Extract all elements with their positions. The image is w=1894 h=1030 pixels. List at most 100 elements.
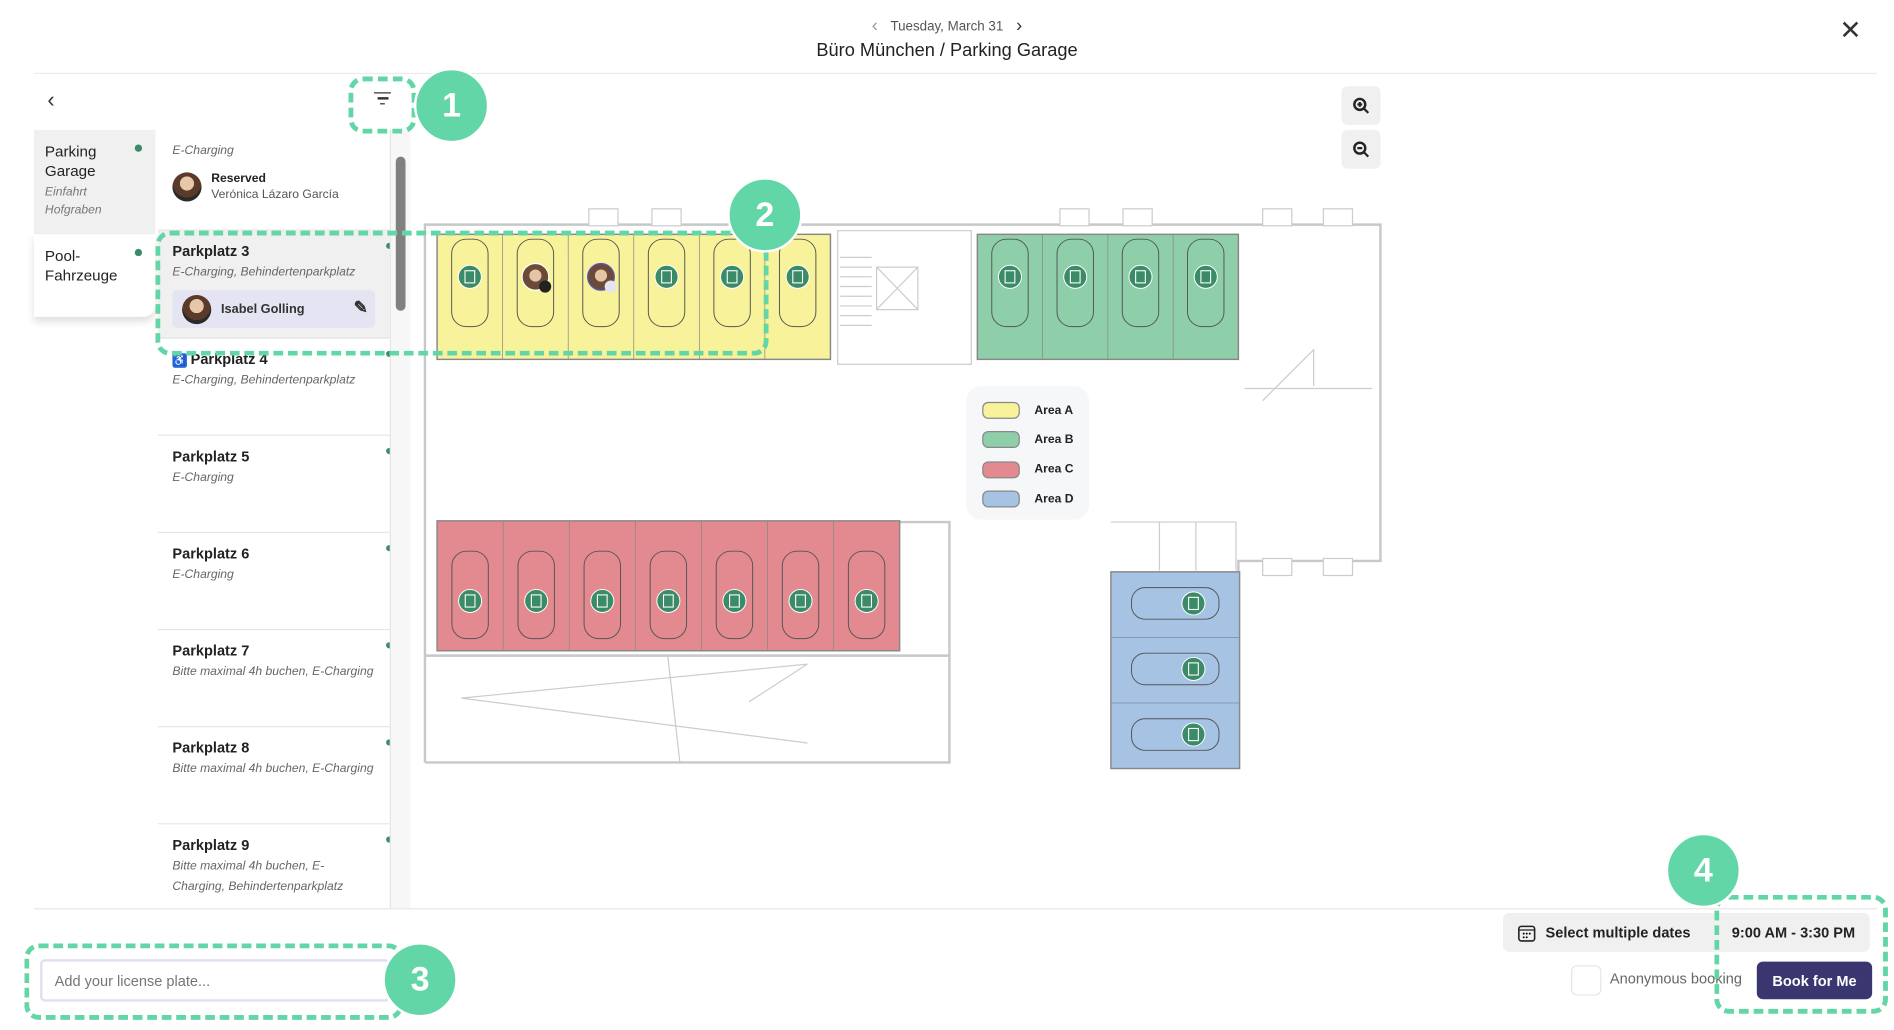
edit-pencil-icon[interactable]: ✎ (353, 297, 368, 317)
parking-marker-icon[interactable] (1193, 264, 1218, 289)
legend-item: Area A (982, 396, 1089, 425)
parking-spot-a6[interactable] (785, 264, 810, 289)
legend-swatch (982, 490, 1020, 508)
spot-features: E-Charging (172, 568, 234, 582)
car-outline (1056, 238, 1094, 328)
select-multiple-dates-button[interactable]: Select multiple dates 9:00 AM - 3:30 PM (1503, 913, 1870, 952)
spot-features: E-Charging (172, 144, 234, 158)
pillar (1122, 208, 1153, 227)
parking-marker-icon[interactable] (458, 588, 483, 613)
parking-spot-a3[interactable] (587, 262, 617, 293)
annotation-marker-1: 1 (414, 67, 490, 144)
area-tabs: Parking Garage Einfahrt Hofgraben Pool-F… (33, 129, 156, 317)
parking-p-glyph (726, 270, 738, 284)
parking-p-glyph (1135, 270, 1146, 284)
parking-marker-icon[interactable] (1181, 656, 1206, 681)
pillar (1059, 208, 1090, 227)
tab-pool-fahrzeuge[interactable]: Pool-Fahrzeuge (33, 234, 156, 317)
parking-p-glyph (1188, 662, 1199, 676)
legend-label: Area D (1034, 492, 1074, 506)
zoom-in-button[interactable] (1341, 86, 1381, 126)
parking-marker-icon[interactable] (720, 264, 745, 289)
parking-spot-b3[interactable] (1128, 264, 1153, 289)
parking-spot-c1[interactable] (458, 588, 483, 613)
previous-day-icon[interactable]: ‹ (871, 15, 878, 37)
spot-title: Parkplatz 8 (172, 738, 375, 757)
parking-spot-c7[interactable] (854, 588, 879, 613)
car-outline (715, 550, 754, 640)
anonymous-booking-label: Anonymous booking (1609, 970, 1742, 988)
list-item[interactable]: Parkplatz 7 Bitte maximal 4h buchen, E-C… (157, 630, 390, 728)
list-item[interactable]: Parkplatz 5 E-Charging (157, 436, 390, 533)
parking-marker-icon[interactable] (457, 264, 482, 289)
parking-p-glyph (596, 594, 608, 608)
parking-spot-d1[interactable] (1181, 591, 1206, 616)
parking-spot-b1[interactable] (997, 264, 1022, 289)
avatar-face (594, 269, 608, 282)
time-range[interactable]: 9:00 AM - 3:30 PM (1731, 923, 1856, 941)
parking-marker-icon[interactable] (788, 588, 813, 613)
spot-features: Bitte maximal 4h buchen, E-Charging (172, 762, 374, 776)
parking-spot-b4[interactable] (1193, 264, 1218, 289)
list-item[interactable]: Parkplatz 9 Bitte maximal 4h buchen, E-C… (158, 824, 390, 908)
parking-marker-icon[interactable] (1181, 591, 1206, 616)
list-item[interactable]: Parkplatz 8 Bitte maximal 4h buchen, E-C… (157, 727, 390, 825)
parking-marker-icon[interactable] (785, 264, 810, 289)
parking-marker-icon[interactable] (656, 588, 681, 613)
parking-spot-d2[interactable] (1181, 656, 1206, 681)
spot-name: Parkplatz 5 (172, 448, 250, 466)
anonymous-booking-checkbox[interactable] (1571, 965, 1602, 996)
parking-marker-icon[interactable] (524, 588, 549, 613)
parking-spot-c4[interactable] (656, 588, 681, 613)
back-chevron-icon[interactable]: ‹ (47, 87, 55, 112)
parking-spot-b2[interactable] (1063, 264, 1088, 289)
book-for-me-button[interactable]: Book for Me (1756, 961, 1873, 1000)
parking-spot-c3[interactable] (590, 588, 615, 613)
tab-parking-garage[interactable]: Parking Garage Einfahrt Hofgraben (33, 129, 156, 235)
avatar (172, 172, 202, 202)
parking-marker-icon[interactable] (590, 588, 615, 613)
availability-dot (134, 248, 143, 257)
parking-spot-a5[interactable] (720, 264, 745, 289)
parking-marker-icon[interactable] (654, 264, 679, 289)
spot-name: Parkplatz 3 (172, 242, 250, 260)
parking-spot-a1[interactable] (457, 264, 482, 289)
parking-spot-c2[interactable] (524, 588, 549, 613)
booking-user[interactable]: Isabel Golling✎ (172, 290, 376, 328)
legend-label: Area A (1034, 403, 1074, 418)
close-icon[interactable]: ✕ (1839, 14, 1862, 45)
date-navigator: ‹ Tuesday, March 31 › (0, 16, 1894, 37)
parking-marker-icon[interactable] (997, 264, 1022, 289)
legend-item: Area D (982, 484, 1089, 513)
pillar (651, 208, 682, 227)
legend-label: Area B (1034, 433, 1074, 447)
parking-spot-d3[interactable] (1181, 722, 1206, 747)
car-outline (1131, 587, 1220, 620)
parking-marker-icon[interactable] (1181, 722, 1206, 747)
filter-icon[interactable] (372, 92, 394, 109)
parking-marker-icon[interactable] (854, 588, 879, 613)
list-item[interactable]: Parkplatz 3 E-Charging, Behindertenparkp… (157, 230, 390, 339)
parking-spot-c5[interactable] (722, 588, 747, 613)
staircase (837, 230, 972, 365)
next-day-icon[interactable]: › (1016, 15, 1023, 37)
parking-marker-icon[interactable] (1128, 264, 1153, 289)
availability-dot (386, 642, 390, 649)
availability-dot (386, 836, 390, 843)
parking-spot-a2[interactable] (521, 262, 552, 293)
car-outline (1131, 718, 1220, 751)
zoom-out-button[interactable] (1341, 129, 1381, 169)
spot-name: Parkplatz 9 (172, 836, 250, 854)
parking-spot-c6[interactable] (788, 588, 813, 613)
parking-marker-icon[interactable] (722, 588, 747, 613)
availability-dot (134, 144, 143, 152)
availability-dot (386, 242, 390, 249)
car-outline (582, 238, 620, 328)
license-plate-input[interactable] (40, 959, 390, 1002)
parking-spot-a4[interactable] (654, 264, 679, 289)
parking-marker-icon[interactable] (1063, 264, 1088, 289)
list-item[interactable]: Parkplatz 6 E-Charging (157, 533, 390, 631)
parking-p-glyph (729, 594, 740, 608)
